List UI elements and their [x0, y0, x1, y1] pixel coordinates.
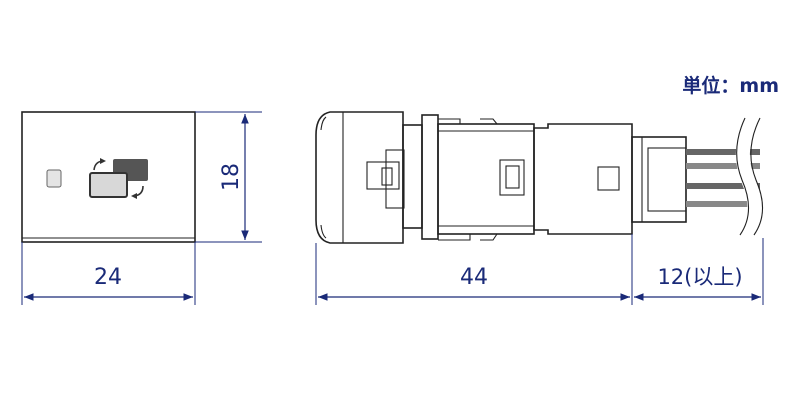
- connector-socket: [647, 147, 687, 212]
- front-view: 18 24: [21, 111, 262, 305]
- housing-snap-bottom: [438, 234, 471, 241]
- side-view: 44 12(以上): [315, 111, 764, 305]
- body-length-label: 44: [460, 265, 488, 290]
- mount-flange: [402, 124, 423, 229]
- switch-housing: [437, 123, 535, 235]
- knob-latch-tab: [381, 167, 393, 186]
- knob-shadow-top: [320, 116, 327, 131]
- mount-plate: [421, 114, 439, 240]
- unit-label: 単位：mm: [682, 74, 779, 97]
- wire-length-label: 12(以上): [657, 265, 742, 289]
- knob-latch-window: [366, 161, 400, 190]
- housing-clip-window: [505, 165, 520, 189]
- switch-knob-outline: [315, 111, 404, 244]
- wire-bundle: [686, 114, 764, 240]
- connector-window: [597, 166, 620, 191]
- connector-rear: [631, 136, 687, 223]
- front-height-label: 18: [219, 163, 244, 191]
- housing-snap-top-2: [480, 118, 498, 125]
- knob-shadow-bottom: [320, 224, 327, 239]
- housing-snap-bottom-2: [480, 233, 498, 241]
- housing-clip: [499, 159, 525, 196]
- front-panel-outline: [21, 111, 196, 243]
- indicator-led-icon: [46, 169, 62, 188]
- switch-symbol-icon: [89, 158, 148, 199]
- connector-body: [533, 123, 633, 235]
- knob-latch: [385, 149, 405, 209]
- housing-snap-top: [438, 118, 461, 124]
- front-width-label: 24: [94, 265, 122, 290]
